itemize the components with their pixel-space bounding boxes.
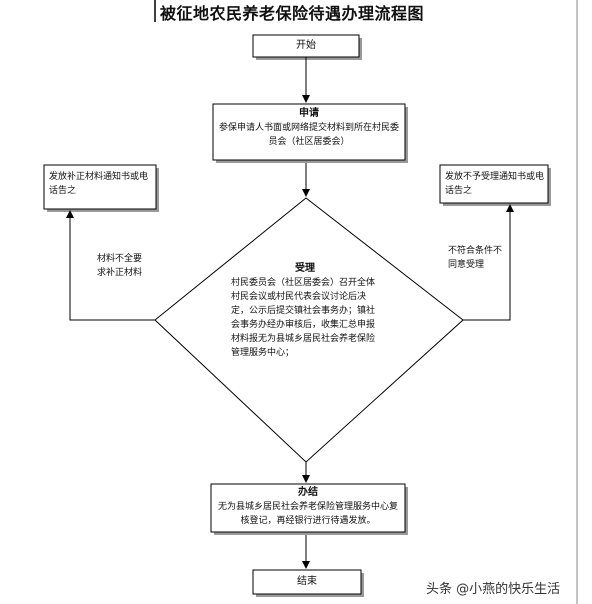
arrow-accept-to-reject [463, 204, 514, 321]
page-title: 被征地农民养老保险待遇办理流程图 [160, 4, 425, 23]
finish-box [210, 483, 406, 533]
reject-notice-text: 发放不予受理通知书或电话告之 [445, 172, 545, 196]
reject-notice-box [439, 164, 549, 204]
finish-text: 无为县城乡居民社会养老保险管理服务中心复核登记，再经银行进行待遇发放。 [217, 502, 398, 526]
edge-label-unqualified: 不符合条件不同意受理 [448, 246, 503, 270]
apply-content: 申请 参保申请人书面或网络提交材料到所在村民委员会（社区居委会） [216, 107, 402, 149]
finish-content: 办结 无为县城乡居民社会养老保险管理服务中心复核登记，再经银行进行待遇发放。 [214, 486, 402, 528]
finish-heading: 办结 [298, 487, 318, 498]
apply-text: 参保申请人书面或网络提交材料到所在村民委员会（社区居委会） [218, 123, 399, 147]
supplement-notice-text: 发放补正材料通知书或电话告之 [49, 172, 149, 196]
apply-box [212, 103, 406, 161]
start-label: 开始 [296, 40, 316, 51]
end-box [252, 569, 362, 595]
end-label: 结束 [297, 576, 317, 587]
accept-content: 受理 村民委员会（社区居委会）召开全体村民会议或村民代表会议讨论后决定，公示后提… [231, 262, 379, 360]
accept-text: 村民委员会（社区居委会）召开全体村民会议或村民代表会议讨论后决定，公示后提交镇社… [231, 278, 376, 358]
apply-heading: 申请 [299, 108, 319, 119]
edge-label-incomplete: 材料不全要求补正材料 [97, 254, 143, 278]
accept-heading: 受理 [295, 263, 315, 274]
arrow-accept-to-supplement [66, 210, 155, 321]
supplement-notice-box [43, 164, 157, 210]
watermark: 头条 @小燕的快乐生活 [426, 582, 561, 597]
